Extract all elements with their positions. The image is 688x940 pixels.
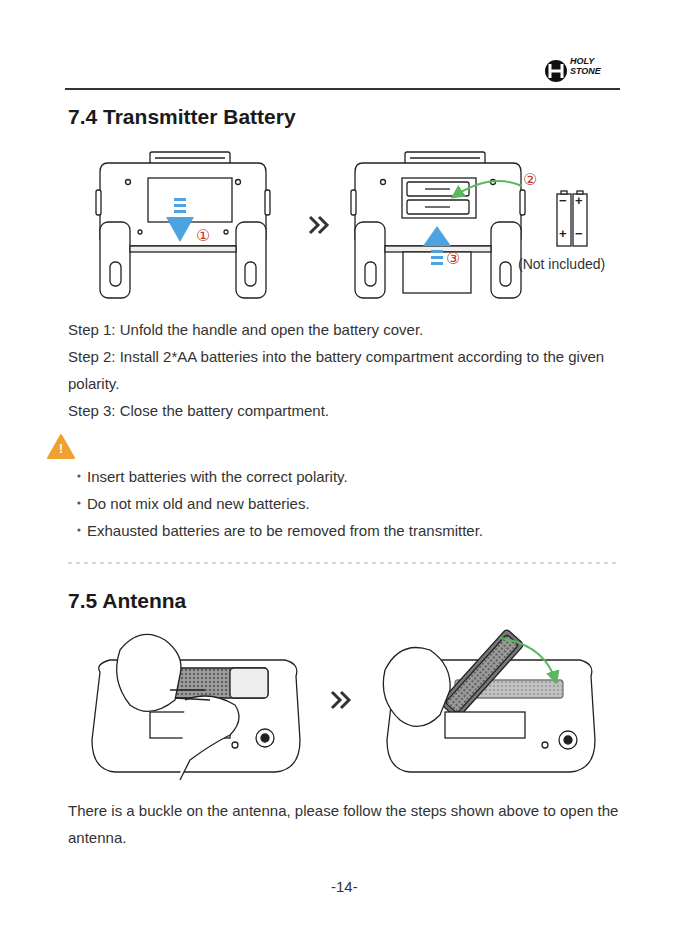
insert-arrow xyxy=(453,181,522,197)
warning-icon xyxy=(48,435,74,458)
brand-name: HOLY xyxy=(570,56,594,66)
aa-batteries xyxy=(557,191,587,246)
polarity-sign: − xyxy=(559,194,567,208)
polarity-sign: + xyxy=(575,194,583,208)
transmitter-back-view xyxy=(96,152,270,298)
step-text: Step 2: Install 2*AA batteries into the … xyxy=(68,343,624,397)
warning-mark: ! xyxy=(59,442,63,456)
open-arrow xyxy=(500,638,556,682)
bullet-dots xyxy=(77,474,80,531)
header-rule xyxy=(65,88,620,90)
polarity-sign: + xyxy=(559,227,567,241)
callout-number: ③ xyxy=(446,249,460,269)
step-text: Step 1: Unfold the handle and open the b… xyxy=(68,316,423,343)
section-heading: 7.5 Antenna xyxy=(68,587,186,614)
brand-name: STONE xyxy=(570,66,601,76)
page-number: -14- xyxy=(331,873,358,900)
transmitter-open-compartment xyxy=(351,152,525,298)
step-text: Step 3: Close the battery compartment. xyxy=(68,397,329,424)
push-arrow-down xyxy=(166,198,194,242)
callout-number: ① xyxy=(196,226,210,246)
brand-logo xyxy=(545,60,567,82)
controller-antenna-open xyxy=(383,629,595,772)
battery-cover xyxy=(403,252,471,293)
section-divider xyxy=(68,563,618,564)
section-heading: 7.4 Transmitter Battery xyxy=(68,103,296,130)
warning-item: Insert batteries with the correct polari… xyxy=(87,463,348,490)
next-step-chevron xyxy=(310,217,349,708)
note: (Not included) xyxy=(518,254,605,274)
body-text: There is a buckle on the antenna, please… xyxy=(68,797,624,851)
warning-item: Do not mix old and new batteries. xyxy=(87,490,310,517)
polarity-sign: − xyxy=(575,227,583,241)
callout-number: ② xyxy=(523,170,537,190)
controller-antenna-closed xyxy=(92,634,300,780)
warning-item: Exhausted batteries are to be removed fr… xyxy=(87,517,483,544)
